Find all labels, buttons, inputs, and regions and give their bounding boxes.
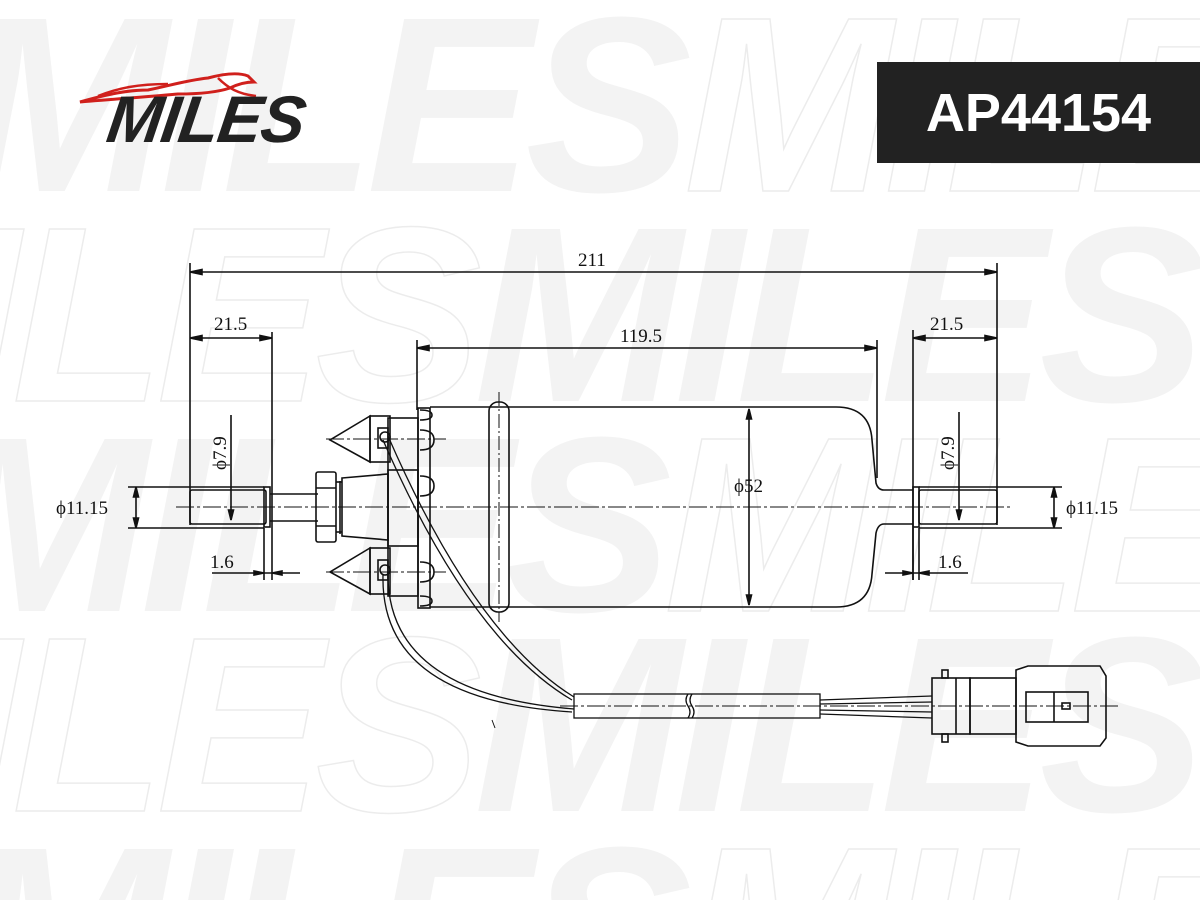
dim-right-flange-diameter-label: ϕ11.15 (1066, 498, 1118, 519)
dimension-left-nipple-diameter: ϕ7.9 (210, 415, 235, 521)
dim-left-nipple-length-label: 21.5 (214, 314, 247, 335)
dimension-left-nipple-length: 21.5 (189, 314, 273, 580)
dimension-left-flange-diameter: ϕ11.15 (56, 486, 264, 529)
part-number-badge: AP44154 (877, 62, 1200, 163)
dim-right-nipple-diameter-label: ϕ7.9 (938, 436, 959, 470)
centerlines (176, 438, 1120, 707)
pump-body (430, 392, 913, 622)
dim-left-nipple-diameter-label: ϕ7.9 (210, 436, 231, 470)
terminal-block (328, 407, 435, 609)
dim-body-diameter-label: ϕ52 (734, 476, 763, 497)
dim-right-nipple-length-label: 21.5 (930, 314, 963, 335)
dimension-right-flange-diameter: ϕ11.15 (919, 486, 1118, 529)
brand-logo: MILES (78, 68, 348, 158)
dimension-body-length: 119.5 (416, 326, 878, 478)
dim-left-flange-diameter-label: ϕ11.15 (56, 498, 108, 519)
dim-body-length-label: 119.5 (620, 326, 662, 347)
dim-left-flange-thickness-label: 1.6 (210, 552, 234, 573)
dim-overall-length-label: 211 (578, 250, 606, 271)
dimension-right-flange-thickness: 1.6 (885, 528, 968, 580)
dimension-left-flange-thickness: 1.6 (210, 528, 300, 580)
dimension-right-nipple-diameter: ϕ7.9 (938, 412, 963, 521)
dim-right-flange-thickness-label: 1.6 (938, 552, 962, 573)
part-number: AP44154 (925, 82, 1152, 143)
greyhound-icon (79, 72, 258, 104)
wiring-harness (382, 435, 933, 719)
electrical-connector (931, 665, 1107, 747)
dimension-overall-length: 211 (189, 250, 998, 525)
dimension-right-nipple-length: 21.5 (912, 314, 998, 580)
